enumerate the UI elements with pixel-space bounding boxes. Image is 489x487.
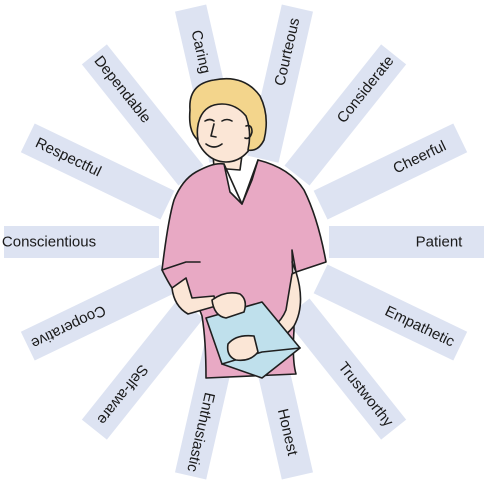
hand-lower <box>226 334 259 362</box>
eye-left <box>204 118 215 122</box>
ray-dependable <box>81 44 204 186</box>
trait-label-dependable: Dependable <box>91 53 155 127</box>
ray-cheerful <box>313 123 468 220</box>
hair <box>188 77 268 152</box>
ray-self-aware <box>81 298 204 440</box>
ray-conscientious <box>4 226 159 258</box>
trait-label-conscientious: Conscientious <box>2 234 96 251</box>
ray-patient <box>329 226 484 258</box>
sleeve-line-right <box>291 261 297 273</box>
collar-line <box>223 159 259 205</box>
ear <box>244 124 253 140</box>
hand-upper <box>211 292 247 319</box>
trait-label-patient: Patient <box>416 234 464 251</box>
ray-respectful <box>20 123 175 220</box>
sleeve-line-left <box>161 261 201 271</box>
eye-right <box>221 118 233 122</box>
mouth <box>205 143 223 148</box>
trait-label-considerate: Considerate <box>334 53 398 127</box>
nose <box>210 123 217 138</box>
ray-empathetic <box>313 264 468 361</box>
nurse-figure <box>161 77 327 379</box>
arm-left <box>171 277 217 315</box>
ray-trustworthy <box>284 298 407 440</box>
ray-cooperative <box>20 264 175 361</box>
ray-considerate <box>284 44 407 186</box>
